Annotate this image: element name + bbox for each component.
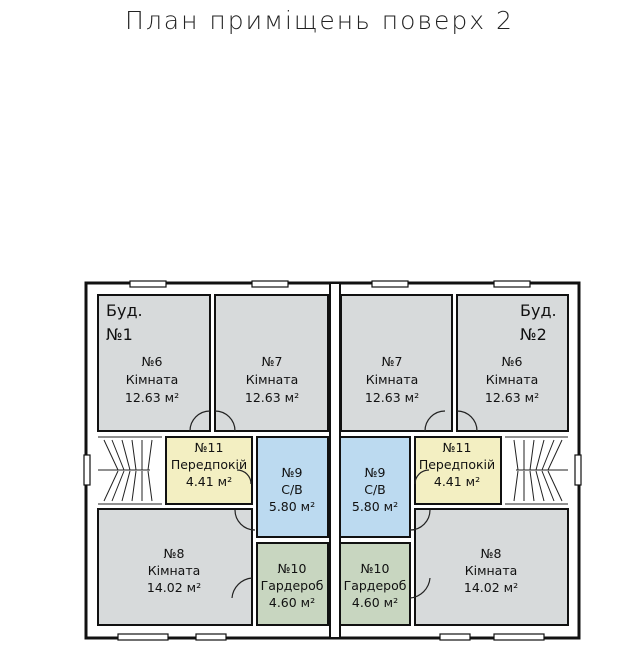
room-area: 12.63 м² — [245, 390, 299, 405]
room-number: №8 — [481, 546, 502, 561]
room-number: №6 — [142, 354, 163, 369]
room-number: №9 — [365, 465, 386, 480]
room-area: 12.63 м² — [485, 390, 539, 405]
room-area: 4.60 м² — [352, 595, 398, 610]
room-name: Кімната — [465, 563, 518, 578]
room-fill-b2-r10 — [339, 542, 411, 626]
room-area: 12.63 м² — [125, 390, 179, 405]
room-fill-b1-r8 — [97, 508, 253, 626]
room-fill-b2-r6 — [456, 294, 569, 432]
room-area: 5.80 м² — [269, 499, 315, 514]
room-name: Кімната — [148, 563, 201, 578]
building-2-label-line2: №2 — [520, 325, 547, 344]
room-area: 5.80 м² — [352, 499, 398, 514]
room-number: №6 — [502, 354, 523, 369]
room-number: №8 — [164, 546, 185, 561]
room-fill-b1-r10 — [256, 542, 329, 626]
room-number: №7 — [262, 354, 283, 369]
staircase-right — [505, 436, 568, 505]
room-area: 12.63 м² — [365, 390, 419, 405]
room-number: №10 — [361, 561, 390, 576]
room-name: Гардероб — [261, 578, 324, 593]
room-area: 4.41 м² — [186, 474, 232, 489]
staircase-left — [98, 436, 162, 505]
room-name: Кімната — [486, 372, 539, 387]
room-number: №11 — [443, 440, 472, 455]
room-fill-b1-r9 — [256, 436, 329, 538]
room-number: №11 — [195, 440, 224, 455]
door-swings — [189, 410, 478, 599]
building-1-label-line2: №1 — [106, 325, 133, 344]
room-number: №10 — [278, 561, 307, 576]
room-fill-b1-r7 — [214, 294, 329, 432]
room-name: Передпокій — [419, 457, 495, 472]
room-name: С/В — [281, 482, 303, 497]
room-area: 4.41 м² — [434, 474, 480, 489]
building-1-label-line1: Буд. — [106, 301, 143, 320]
room-name: Кімната — [126, 372, 179, 387]
room-name: Передпокій — [171, 457, 247, 472]
windows — [83, 280, 582, 641]
room-area: 4.60 м² — [269, 595, 315, 610]
room-fill-b2-r9 — [339, 436, 411, 538]
building-2-label-line1: Буд. — [520, 301, 557, 320]
room-fill-b1-r6 — [97, 294, 211, 432]
room-area: 14.02 м² — [147, 580, 201, 595]
party-wall — [329, 282, 341, 639]
room-area: 14.02 м² — [464, 580, 518, 595]
room-name: Кімната — [366, 372, 419, 387]
room-number: №7 — [382, 354, 403, 369]
room-fill-b2-r7 — [340, 294, 453, 432]
room-fill-b2-r11 — [414, 436, 502, 505]
room-number: №9 — [282, 465, 303, 480]
room-name: Гардероб — [344, 578, 407, 593]
room-name: Кімната — [246, 372, 299, 387]
room-fill-b2-r8 — [414, 508, 569, 626]
page-title: План приміщень поверх 2 — [125, 6, 514, 35]
room-name: С/В — [364, 482, 386, 497]
